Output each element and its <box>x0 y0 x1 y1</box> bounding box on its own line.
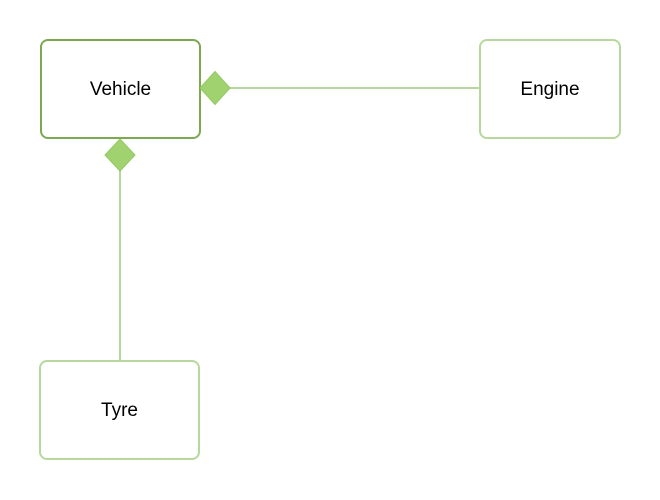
composition-diamond-tyre-icon[interactable] <box>104 138 136 172</box>
node-tyre-label: Tyre <box>101 399 138 421</box>
node-engine-label: Engine <box>520 78 580 100</box>
node-vehicle[interactable]: Vehicle <box>40 39 201 139</box>
node-engine[interactable]: Engine <box>479 39 621 139</box>
node-tyre[interactable]: Tyre <box>39 360 200 460</box>
node-vehicle-label: Vehicle <box>89 78 152 100</box>
composition-diamond-engine-icon[interactable] <box>199 70 231 106</box>
